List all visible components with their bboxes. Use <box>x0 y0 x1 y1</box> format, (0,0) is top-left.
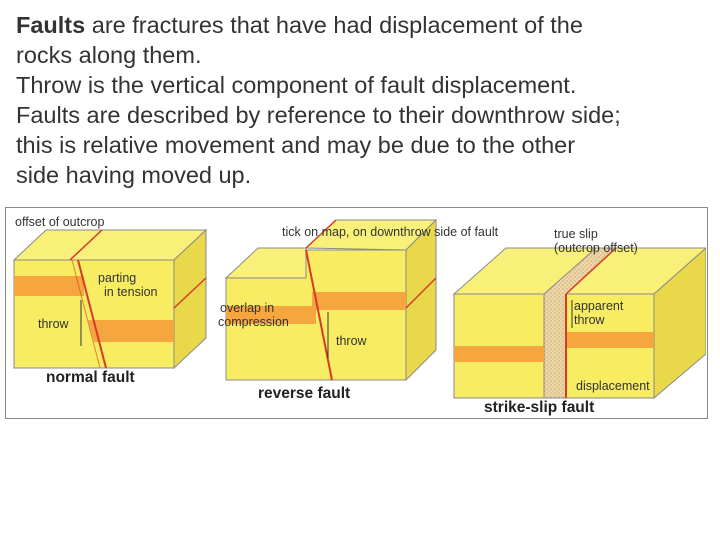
reverse-top-left <box>224 247 307 279</box>
caption-normal-fault: normal fault <box>46 369 135 386</box>
fault-types-figure: offset of outcrop tick on map, on downth… <box>5 207 708 419</box>
reverse-side-face <box>405 218 437 382</box>
fault-diagram: offset of outcrop tick on map, on downth… <box>12 215 706 416</box>
reverse-fault-trace <box>305 219 337 249</box>
reverse-side-fault <box>405 277 437 309</box>
label-offset-of-outcrop: offset of outcrop <box>15 215 104 229</box>
caption-strike-slip-fault: strike-slip fault <box>484 399 594 416</box>
label-apparent-1: apparent <box>574 299 624 313</box>
label-displacement: displacement <box>576 379 650 393</box>
intro-line-5: this is relative movement and may be due… <box>16 132 576 158</box>
normal-band-right <box>88 320 174 342</box>
caption-reverse-fault: reverse fault <box>258 385 350 402</box>
intro-line-1: Faults are fractures that have had displ… <box>16 10 706 40</box>
intro-line-3: Throw is the vertical component of fault… <box>16 72 577 98</box>
intro-text: Faults are fractures that have had displ… <box>16 10 706 190</box>
normal-fault-line <box>77 259 107 369</box>
label-throw-normal: throw <box>38 317 70 331</box>
strike-slip-fault-block <box>452 247 706 400</box>
label-throw-reverse: throw <box>336 334 368 348</box>
strike-band-left <box>454 346 544 362</box>
label-apparent-2: throw <box>574 313 606 327</box>
intro-line-1-rest: are fractures that have had displacement… <box>85 12 583 38</box>
reverse-band-right <box>312 292 406 310</box>
intro-lead-word: Faults <box>16 12 86 38</box>
label-overlap-1: overlap in <box>220 301 274 315</box>
normal-band-left <box>14 276 84 296</box>
strike-fault-trace <box>565 247 617 295</box>
label-parting-2: in tension <box>104 285 158 299</box>
reverse-band-left <box>226 306 316 324</box>
label-overlap-2: compression <box>218 315 289 329</box>
intro-line-6: side having moved up. <box>16 162 252 188</box>
reverse-fault-block <box>224 218 438 382</box>
strike-band-right <box>566 332 654 348</box>
label-true-slip-2: (outcrop offset) <box>554 241 638 255</box>
intro-line-2: rocks along them. <box>16 42 202 68</box>
strike-side <box>653 247 706 400</box>
label-tick-on-map: tick on map, on downthrow side of fault <box>282 225 499 239</box>
label-true-slip-1: true slip <box>554 227 598 241</box>
reverse-fault-line <box>305 249 333 381</box>
normal-fault-block <box>12 228 208 370</box>
normal-fault-trace <box>69 229 103 261</box>
label-parting-1: parting <box>98 271 136 285</box>
normal-side-fault <box>173 277 207 309</box>
intro-line-4: Faults are described by reference to the… <box>16 102 621 128</box>
normal-fault-line-2 <box>71 259 101 369</box>
